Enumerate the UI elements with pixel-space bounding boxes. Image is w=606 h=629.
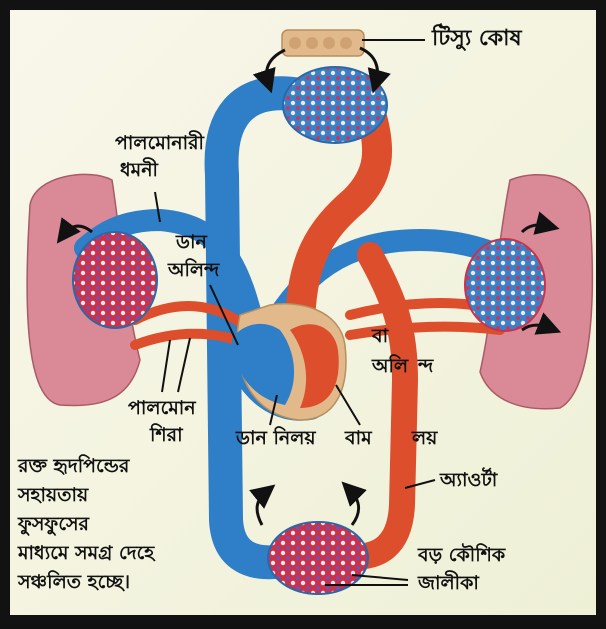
label-tissue-cells: টিস্যু কোষ (432, 26, 522, 51)
label-left-atrium-1: বা (372, 326, 388, 348)
label-pulmonary-vein-2: শিরা (150, 425, 183, 447)
label-capillary-2: জালীকা (418, 573, 479, 595)
caption-block: রক্ত হৃদপিন্ডের সহায়তায় ফুসফুসের মাধ্য… (18, 452, 154, 596)
label-left-ventricle-tail: লয় (412, 428, 437, 450)
caption-line: মাধ্যমে সমগ্র দেহে (18, 539, 154, 568)
label-left-atrium-2: অলি (372, 356, 408, 378)
label-aorta: অ্যাওর্টা (440, 470, 497, 492)
capillary-body-bottom (268, 522, 368, 594)
label-right-atrium-1: ডান (176, 232, 207, 254)
caption-line: ফুসফুসের (18, 510, 154, 539)
label-pulmonary-artery-1: পালমোনারী (115, 133, 204, 155)
label-right-atrium-2: অলিন্দ (168, 260, 219, 282)
label-capillary-1: বড় কৌশিক (418, 545, 505, 567)
label-pulmonary-vein-1: পালমোন (128, 398, 196, 420)
caption-line: রক্ত হৃদপিন্ডের (18, 452, 154, 481)
capillary-tissue-top (283, 67, 387, 143)
caption-line: সঞ্চলিত হচ্ছে। (18, 568, 154, 597)
capillary-right-lung (465, 239, 545, 331)
capillary-left-lung (73, 232, 157, 328)
label-right-ventricle: ডান নিলয় (236, 428, 316, 450)
label-pulmonary-artery-2: ধমনী (120, 160, 158, 182)
label-left-atrium-2-tail: ন্দ (418, 356, 433, 378)
caption-line: সহায়তায় (18, 481, 154, 510)
label-left-ventricle-head: বাম (345, 428, 372, 450)
